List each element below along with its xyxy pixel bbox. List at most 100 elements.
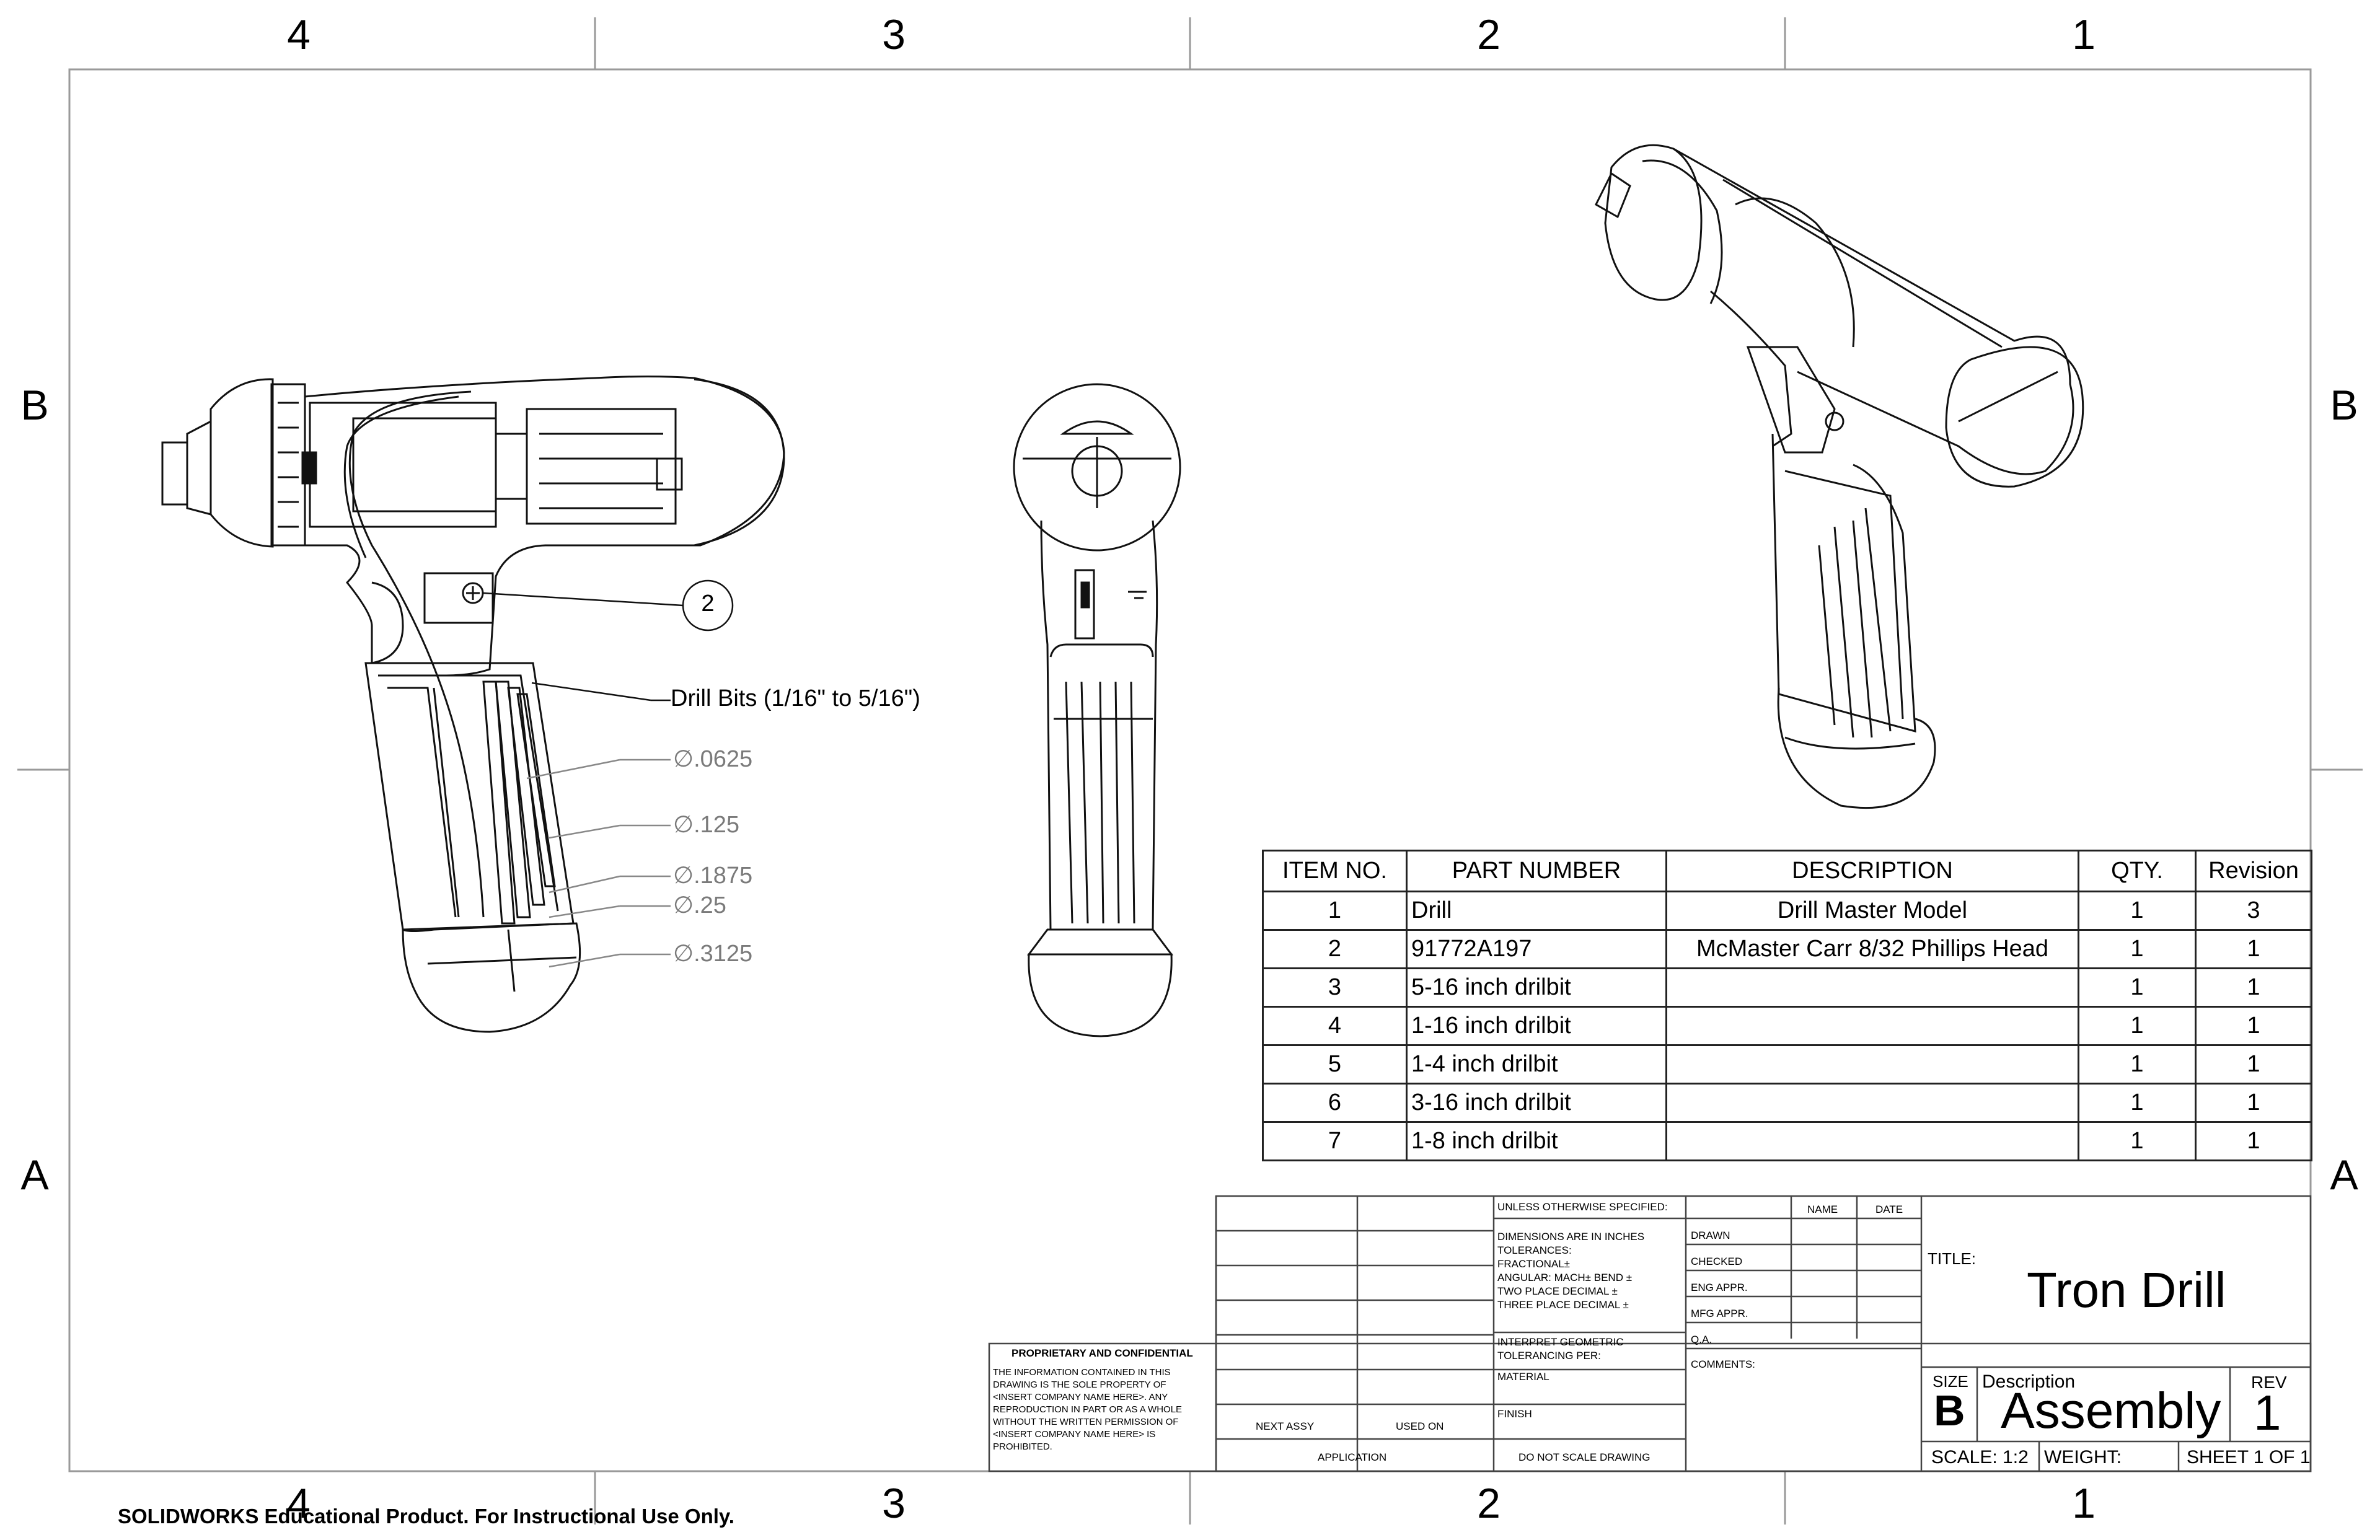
bom-header-revision: Revision [2195, 850, 2312, 892]
bom-revision: 1 [2195, 1044, 2312, 1085]
bom-description [1665, 1121, 2079, 1161]
bom-description [1665, 1006, 2079, 1046]
tb-dims-in-inches: DIMENSIONS ARE IN INCHES [1497, 1231, 1645, 1243]
bom-item-no: 2 [1262, 929, 1408, 969]
bom-qty: 1 [2078, 929, 2197, 969]
dim-125: ∅.125 [673, 812, 740, 838]
zone-col-2-bottom: 2 [1477, 1480, 1501, 1527]
bom-revision: 1 [2195, 1083, 2312, 1123]
bom-item-no: 7 [1262, 1121, 1408, 1161]
dim-3125: ∅.3125 [673, 941, 753, 967]
tb-prop-line: THE INFORMATION CONTAINED IN THIS [993, 1367, 1171, 1378]
educational-watermark: SOLIDWORKS Educational Product. For Inst… [118, 1505, 734, 1528]
zone-col-1-top: 1 [2072, 11, 2096, 58]
bom-description [1665, 1083, 2079, 1123]
tb-used-on: USED ON [1396, 1420, 1444, 1432]
bom-part-number: 5-16 inch drilbit [1406, 967, 1667, 1008]
zone-row-a-left: A [20, 1151, 49, 1199]
bom-qty: 1 [2078, 1044, 2197, 1085]
table-row: 2 91772A197 McMaster Carr 8/32 Phillips … [1262, 929, 2312, 969]
bom-header-qty: QTY. [2078, 850, 2197, 892]
dim-1875: ∅.1875 [673, 863, 753, 889]
bom-item-no: 4 [1262, 1006, 1408, 1046]
bom-revision: 1 [2195, 1121, 2312, 1161]
zone-col-4-bottom: 4 [287, 1480, 311, 1527]
bom-description: McMaster Carr 8/32 Phillips Head [1665, 929, 2079, 969]
tb-tolerancing: TOLERANCING PER: [1497, 1350, 1601, 1362]
bom-header-part-number: PART NUMBER [1406, 850, 1667, 892]
tb-rev-label: REV [2251, 1373, 2287, 1392]
bom-description [1665, 967, 2079, 1008]
tb-tolerances: TOLERANCES: [1497, 1244, 1572, 1256]
table-row: 7 1-8 inch drilbit 1 1 [1262, 1121, 2312, 1161]
bom-description: Drill Master Model [1665, 891, 2079, 931]
bom-part-number: 1-8 inch drilbit [1406, 1121, 1667, 1161]
tb-rev-value: 1 [2254, 1385, 2281, 1440]
tb-three-place: THREE PLACE DECIMAL ± [1497, 1299, 1629, 1311]
tb-title-label: TITLE: [1928, 1249, 1977, 1268]
tb-size-label: SIZE [1933, 1372, 1968, 1391]
bill-of-materials-table: ITEM NO. PART NUMBER DESCRIPTION QTY. Re… [1262, 850, 2312, 1161]
table-row: 4 1-16 inch drilbit 1 1 [1262, 1006, 2312, 1046]
tb-prop-line: PROHIBITED. [993, 1441, 1052, 1452]
tb-application: APPLICATION [1318, 1451, 1387, 1463]
dim-25: ∅.25 [673, 892, 726, 918]
tb-drawn: DRAWN [1691, 1230, 1730, 1241]
zone-col-1-bottom: 1 [2072, 1480, 2096, 1527]
tb-checked: CHECKED [1691, 1256, 1743, 1267]
bom-header-description: DESCRIPTION [1665, 850, 2079, 892]
bom-description [1665, 1044, 2079, 1085]
zone-col-4-top: 4 [287, 11, 311, 58]
drawing-title: Tron Drill [2027, 1262, 2226, 1318]
bom-header-item-no: ITEM NO. [1262, 850, 1408, 892]
tb-angular: ANGULAR: MACH± BEND ± [1497, 1272, 1633, 1283]
tb-two-place: TWO PLACE DECIMAL ± [1497, 1285, 1618, 1297]
zone-row-a-right: A [2330, 1151, 2358, 1199]
tb-size-value: B [1934, 1386, 1965, 1435]
bom-qty: 1 [2078, 967, 2197, 1008]
zone-col-3-top: 3 [882, 11, 906, 58]
bom-revision: 3 [2195, 891, 2312, 931]
drill-bits-callout: Drill Bits (1/16" to 5/16") [671, 685, 920, 711]
bom-part-number: Drill [1406, 891, 1667, 931]
tb-prop-line: REPRODUCTION IN PART OR AS A WHOLE [993, 1404, 1183, 1415]
title-block-grid [988, 1195, 2312, 1472]
tb-date-header: DATE [1875, 1203, 1903, 1215]
balloon-2-label: 2 [701, 591, 715, 617]
tb-finish: FINISH [1497, 1408, 1532, 1420]
tb-material: MATERIAL [1497, 1371, 1549, 1383]
table-row: 1 Drill Drill Master Model 1 3 [1262, 891, 2312, 931]
bom-qty: 1 [2078, 891, 2197, 931]
tb-interpret: INTERPRET GEOMETRIC [1497, 1336, 1624, 1348]
bom-part-number: 1-4 inch drilbit [1406, 1044, 1667, 1085]
bom-revision: 1 [2195, 929, 2312, 969]
side-view-drill [161, 376, 785, 1033]
front-view-drill [1013, 383, 1181, 1037]
bom-item-no: 3 [1262, 967, 1408, 1008]
tb-qa: Q.A. [1691, 1334, 1712, 1345]
bom-qty: 1 [2078, 1121, 2197, 1161]
tb-sheet: SHEET 1 OF 1 [2187, 1447, 2311, 1467]
tb-prop-line: <INSERT COMPANY NAME HERE> IS [993, 1429, 1156, 1440]
tb-proprietary: PROPRIETARY AND CONFIDENTIAL [1011, 1347, 1193, 1359]
tb-unless-specified: UNLESS OTHERWISE SPECIFIED: [1497, 1201, 1668, 1213]
zone-row-b-right: B [2330, 382, 2358, 429]
tb-description-value: Assembly [2001, 1383, 2221, 1439]
table-row: 3 5-16 inch drilbit 1 1 [1262, 967, 2312, 1008]
tb-description-label: Description [1982, 1371, 2076, 1392]
isometric-view-drill [1595, 144, 2084, 809]
zone-col-2-top: 2 [1477, 11, 1501, 58]
tb-do-not-scale: DO NOT SCALE DRAWING [1518, 1451, 1651, 1463]
tb-prop-line: WITHOUT THE WRITTEN PERMISSION OF [993, 1417, 1179, 1427]
bom-revision: 1 [2195, 1006, 2312, 1046]
bom-qty: 1 [2078, 1083, 2197, 1123]
tb-prop-line: <INSERT COMPANY NAME HERE>. ANY [993, 1392, 1168, 1402]
tb-comments: COMMENTS: [1691, 1358, 1755, 1370]
table-row: 5 1-4 inch drilbit 1 1 [1262, 1044, 2312, 1085]
bom-item-no: 5 [1262, 1044, 1408, 1085]
zone-col-3-bottom: 3 [882, 1480, 906, 1527]
bom-part-number: 3-16 inch drilbit [1406, 1083, 1667, 1123]
bom-revision: 1 [2195, 967, 2312, 1008]
